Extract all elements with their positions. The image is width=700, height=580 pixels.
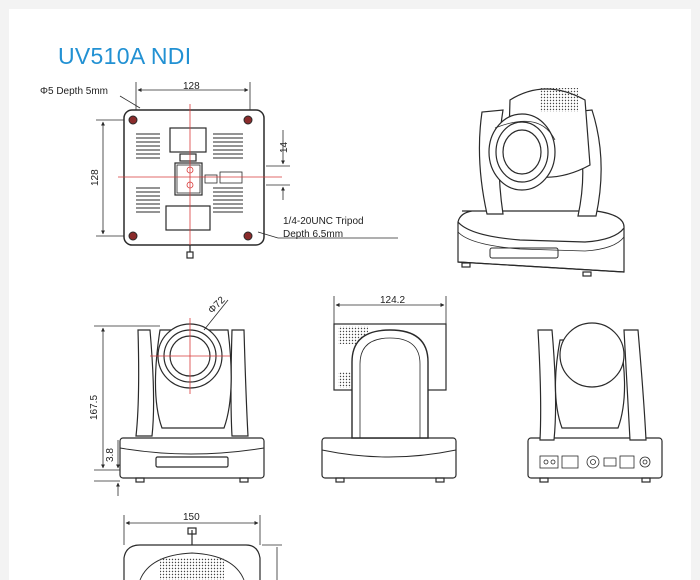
dim-lens-diameter: Φ72 <box>206 295 228 317</box>
bottom-view: 128 128 14 Φ5 Depth 5mm 1/4-20UNC Tripod… <box>40 81 398 259</box>
screw-holes <box>128 115 253 241</box>
perspective-view <box>457 88 625 277</box>
note-tripod-1: 1/4-20UNC Tripod <box>283 216 364 227</box>
dim-body-width: 124.2 <box>380 295 405 306</box>
product-title: UV510A NDI <box>58 43 192 69</box>
dim-mount-offset: 14 <box>279 141 290 153</box>
front-view: 167.5 3.8 Φ72 <box>89 295 265 496</box>
rear-ports <box>539 455 651 469</box>
dim-height: 167.5 <box>89 395 100 420</box>
dim-base-height: 3.8 <box>105 448 116 462</box>
center-marks <box>118 104 282 252</box>
note-screw-hole: Φ5 Depth 5mm <box>40 86 108 97</box>
dim-bottom-height: 128 <box>90 169 101 186</box>
dim-base-width: 150 <box>183 512 200 523</box>
rear-view <box>527 322 663 483</box>
dim-bottom-width: 128 <box>183 81 200 92</box>
note-tripod-2: Depth 6.5mm <box>283 229 343 240</box>
top-view: 150 <box>123 512 282 580</box>
side-view: 124.2 <box>321 295 457 483</box>
